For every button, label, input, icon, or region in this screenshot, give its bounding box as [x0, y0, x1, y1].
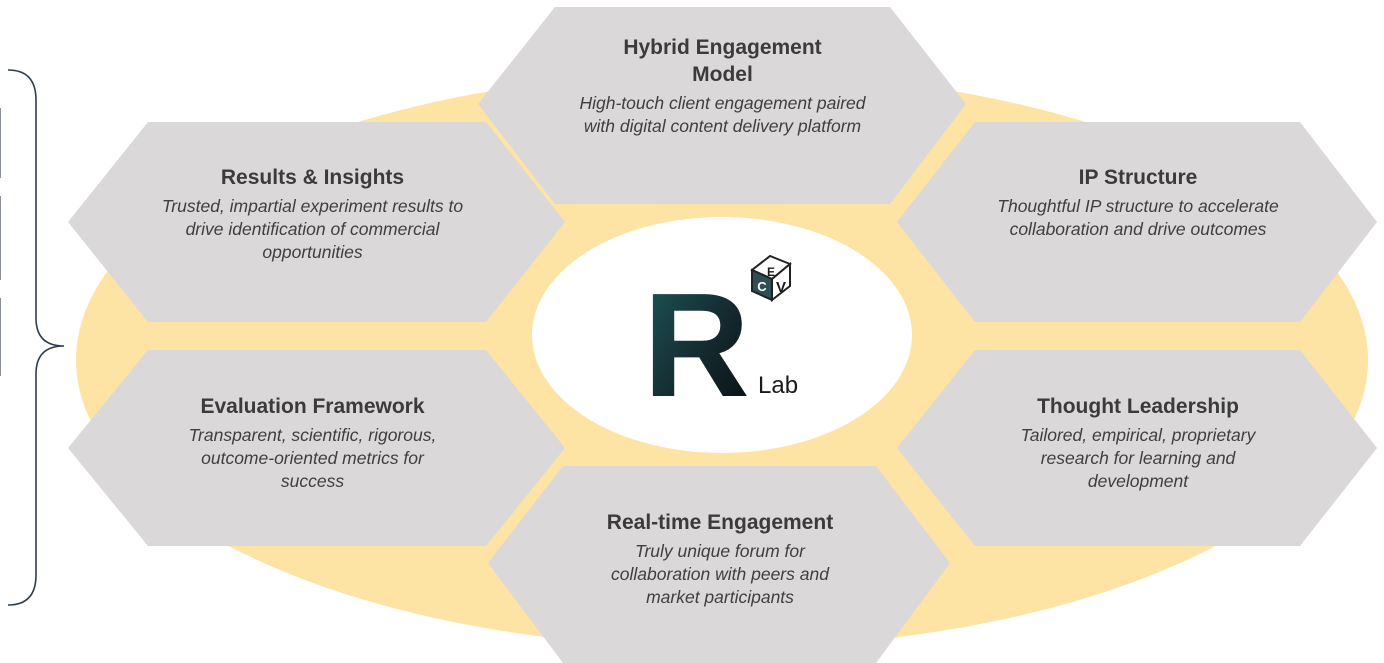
- hexagon-top-title: Hybrid Engagement Model: [623, 36, 822, 86]
- hexagon-upper-right-content: IP Structure Thoughtful IP structure to …: [968, 164, 1308, 241]
- hexagon-top: [478, 7, 966, 204]
- hexagon-bottom-content: Real-time Engagement Truly unique forum …: [560, 509, 880, 609]
- hexagon-upper-left: [68, 122, 565, 322]
- left-curly-brace: [7, 69, 65, 606]
- hexagon-upper-right: [897, 122, 1377, 322]
- hexagon-lower-left-title: Evaluation Framework: [200, 395, 425, 418]
- cube-letter-v: V: [776, 279, 786, 296]
- hexagon-lower-left: [68, 350, 565, 546]
- hexagon-lower-left-content: Evaluation Framework Transparent, scient…: [140, 393, 485, 493]
- cube-letter-e: E: [767, 265, 775, 279]
- hexagon-lower-right-description: Tailored, empirical, proprietary researc…: [1020, 425, 1256, 491]
- logo-r-letter: R: [643, 263, 750, 428]
- hexagon-top-content: Hybrid Engagement Model High-touch clien…: [555, 34, 890, 138]
- hexagon-bottom-description: Truly unique forum for collaboration wit…: [611, 541, 829, 607]
- hexagon-lower-right-content: Thought Leadership Tailored, empirical, …: [968, 393, 1308, 493]
- center-ellipse: [532, 217, 912, 453]
- hexagon-bottom-title: Real-time Engagement: [606, 511, 834, 534]
- hexagon-upper-right-title: IP Structure: [1078, 166, 1198, 189]
- cev-cube-icon: C E V: [750, 254, 792, 303]
- cube-letter-c: C: [757, 279, 767, 294]
- hexagon-top-description: High-touch client engagement paired with…: [579, 93, 866, 136]
- hexagon-upper-right-description: Thoughtful IP structure to accelerate co…: [997, 196, 1279, 239]
- hexagon-lower-left-description: Transparent, scientific, rigorous, outco…: [188, 425, 437, 491]
- hexagon-upper-left-content: Results & Insights Trusted, impartial ex…: [140, 164, 485, 264]
- logo-lab-suffix: Lab: [758, 372, 799, 399]
- hexagon-lower-right: [897, 350, 1377, 546]
- hexagon-upper-left-description: Trusted, impartial experiment results to…: [161, 196, 464, 262]
- hexagon-upper-left-title: Results & Insights: [220, 166, 405, 189]
- hexagon-lower-right-title: Thought Leadership: [1037, 395, 1239, 418]
- hexagon-bottom: [488, 466, 950, 663]
